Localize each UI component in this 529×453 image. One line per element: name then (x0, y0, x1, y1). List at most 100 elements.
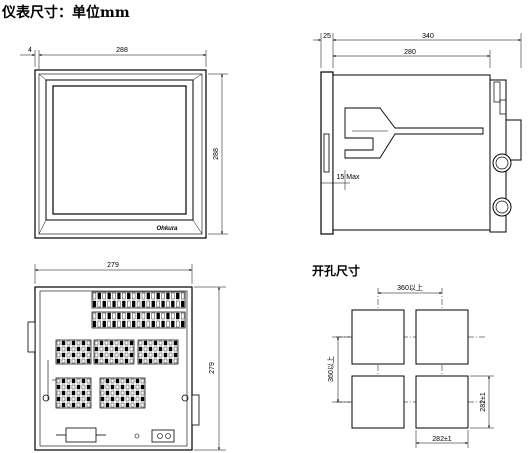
terminal-screw (146, 320, 150, 328)
terminal-screw (86, 378, 91, 384)
terminal-screw (129, 352, 134, 358)
terminal-screw (115, 378, 120, 384)
terminal-screw (125, 402, 130, 408)
terminal-screw (105, 396, 110, 402)
terminal-screw (158, 352, 163, 358)
terminal-screw (117, 320, 121, 328)
terminal-screw (138, 346, 143, 352)
terminal-screw (100, 396, 105, 402)
cutout-hole-height: 282±1 (480, 392, 487, 412)
terminal-screw (115, 396, 120, 402)
terminal-screw (76, 378, 81, 384)
terminal-screw (166, 300, 170, 308)
terminal-screw (119, 352, 124, 358)
terminal-screw (129, 358, 134, 364)
terminal-screw (163, 358, 168, 364)
terminal-screw (112, 312, 116, 320)
terminal-screw (180, 300, 185, 308)
terminal-screw (61, 396, 66, 402)
terminal-screw (66, 402, 71, 408)
terminal-screw (110, 402, 115, 408)
terminal-screw (143, 358, 148, 364)
terminal-blocks (55, 291, 186, 409)
terminal-screw (158, 346, 163, 352)
side-flange-dim: 25 (323, 33, 331, 40)
terminal-screw (76, 346, 81, 352)
terminal-screw (104, 358, 109, 364)
terminal-screw (146, 292, 150, 300)
terminal-screw (140, 384, 145, 390)
terminal-screw (76, 402, 81, 408)
cutout-pitch-v: 360以上 (326, 356, 335, 382)
terminal-screw (180, 292, 185, 300)
terminal-screw (143, 352, 148, 358)
terminal-screw (61, 358, 66, 364)
terminal-screw (81, 340, 86, 346)
terminal-screw (56, 346, 61, 352)
terminal-screw (102, 300, 106, 308)
terminal-screw (102, 292, 106, 300)
terminal-screw (66, 346, 71, 352)
mounting-clamp (344, 107, 484, 159)
terminal-screw (56, 390, 61, 396)
terminal-screw (56, 358, 61, 364)
terminal-screw (131, 300, 136, 308)
terminal-screw (138, 352, 143, 358)
cutout-hole (351, 375, 405, 429)
terminal-screw (56, 402, 61, 408)
terminal-screw (135, 384, 140, 390)
terminal-screw (180, 320, 185, 328)
terminal-screw (156, 312, 160, 320)
terminal-screw (163, 352, 168, 358)
terminal-screw (176, 292, 180, 300)
terminal-screw (138, 358, 143, 364)
terminal-screw (156, 320, 160, 328)
terminal-screw (163, 340, 168, 346)
terminal-screw (97, 320, 102, 328)
terminal-screw (71, 358, 76, 364)
terminal-screw (76, 396, 81, 402)
terminal-screw (127, 320, 131, 328)
front-view: Ohkura 288 4 288 (20, 47, 228, 239)
terminal-screw (129, 340, 134, 346)
terminal-screw (109, 352, 114, 358)
terminal-screw (130, 390, 135, 396)
terminal-screw (56, 352, 61, 358)
terminal-screw (148, 358, 153, 364)
terminal-screw (119, 358, 124, 364)
terminal-screw (136, 320, 141, 328)
terminal-screw (125, 384, 130, 390)
terminal-screw (120, 402, 125, 408)
terminal-screw (173, 352, 178, 358)
terminal-screw (135, 378, 140, 384)
terminal-screw (61, 384, 66, 390)
terminal-screw (114, 352, 119, 358)
terminal-screw (81, 352, 86, 358)
terminal-screw (102, 312, 106, 320)
cutout-title: 开孔尺寸 (312, 264, 361, 278)
terminal-screw (146, 312, 150, 320)
terminal-screw (76, 384, 81, 390)
terminal-screw (115, 390, 120, 396)
terminal-screw (148, 352, 153, 358)
terminal-screw (168, 346, 173, 352)
rear-case (34, 286, 193, 451)
terminal-screw (176, 312, 180, 320)
terminal-screw (140, 396, 145, 402)
terminal-screw (141, 300, 146, 308)
terminal-screw (171, 292, 175, 300)
terminal-screw (166, 312, 170, 320)
page-title: 仪表尺寸：单位mm (2, 5, 130, 21)
terminal-screw (140, 390, 145, 396)
terminal-screw (140, 378, 145, 384)
terminal-screw (81, 358, 86, 364)
terminal-screw (158, 358, 163, 364)
terminal-screw (100, 390, 105, 396)
terminal-screw (161, 292, 165, 300)
side-clamp-dim: 15 Max (337, 174, 360, 181)
terminal-screw (151, 292, 155, 300)
terminal-screw (61, 378, 66, 384)
rear-view: 279 279 (27, 262, 226, 451)
terminal-screw (104, 346, 109, 352)
terminal-screw (171, 300, 175, 308)
